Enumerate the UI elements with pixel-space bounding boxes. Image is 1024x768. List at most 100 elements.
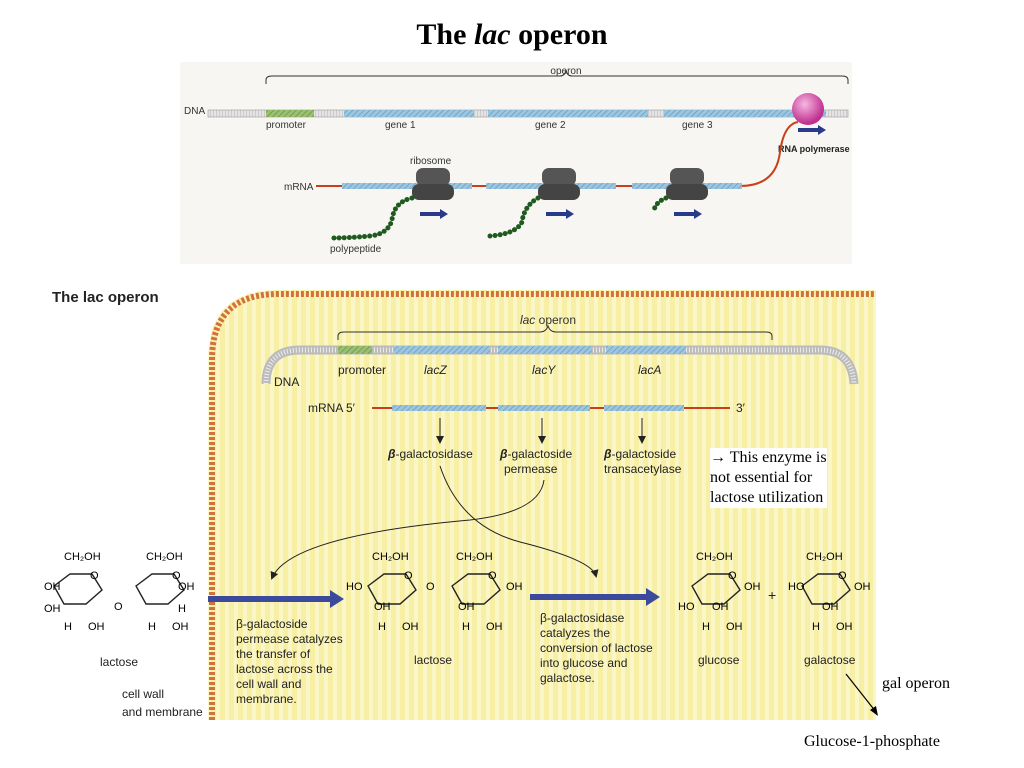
ribosome-2 xyxy=(538,168,580,200)
lacY-region xyxy=(498,346,592,354)
svg-text:O: O xyxy=(426,581,435,593)
enzyme-note: → This enzyme is not essential for lacto… xyxy=(710,448,827,508)
svg-text:OH: OH xyxy=(44,581,61,593)
svg-text:CH₂OH: CH₂OH xyxy=(64,551,101,563)
glucose-1-phosphate-note: Glucose-1-phosphate xyxy=(804,733,940,750)
svg-text:HO: HO xyxy=(678,601,695,613)
top-operon-diagram: operon DNA promoter gene 1 gene 2 gene 3… xyxy=(180,62,852,264)
lactose-outside-label: lactose xyxy=(100,655,138,669)
svg-text:OH: OH xyxy=(836,621,853,633)
plus-sign: + xyxy=(768,587,776,603)
permease-action-arrow xyxy=(270,479,545,580)
svg-text:membrane.: membrane. xyxy=(236,692,297,706)
svg-text:OH: OH xyxy=(402,621,419,633)
svg-text:H: H xyxy=(64,621,72,633)
polypeptide-label: polypeptide xyxy=(330,244,382,255)
svg-text:H: H xyxy=(812,621,820,633)
svg-text:HO: HO xyxy=(346,581,363,593)
promoter-region xyxy=(266,110,314,117)
svg-text:conversion of lactose: conversion of lactose xyxy=(540,641,653,655)
cell-dna-label: DNA xyxy=(274,375,299,389)
svg-text:OH: OH xyxy=(486,621,503,633)
svg-text:OH: OH xyxy=(854,581,871,593)
cell-diagram-title: The lac operon xyxy=(52,289,159,306)
svg-text:H: H xyxy=(178,603,186,615)
galactosidase-action-arrow xyxy=(439,465,599,578)
operon-label: operon xyxy=(550,66,581,77)
svg-text:OH: OH xyxy=(172,621,189,633)
polypeptide-chain-2 xyxy=(487,195,541,239)
svg-text:OH: OH xyxy=(822,601,839,613)
svg-text:OH: OH xyxy=(458,601,475,613)
polypeptide-chain-1 xyxy=(329,195,415,241)
svg-text:H: H xyxy=(702,621,710,633)
svg-text:CH₂OH: CH₂OH xyxy=(696,551,733,563)
svg-text:lactose across the: lactose across the xyxy=(236,662,333,676)
svg-text:OH: OH xyxy=(88,621,105,633)
svg-text:CH₂OH: CH₂OH xyxy=(456,551,493,563)
ribosome-1 xyxy=(412,168,454,200)
permease-explanation: β-galactoside permease catalyzes the tra… xyxy=(236,617,343,706)
lacZ-region xyxy=(394,346,490,354)
gene-3-label: gene 3 xyxy=(682,120,713,131)
gene-1-label: gene 1 xyxy=(385,120,416,131)
svg-text:cell wall and: cell wall and xyxy=(236,677,301,691)
svg-text:OH: OH xyxy=(178,581,195,593)
cell-promoter-region xyxy=(338,346,372,354)
galactose-label: galactose xyxy=(804,653,856,667)
svg-text:β-galactoside: β-galactoside xyxy=(236,617,308,631)
svg-text:OH: OH xyxy=(712,601,729,613)
cell-wall xyxy=(209,291,876,720)
gal-operon-arrow xyxy=(845,673,878,716)
enzyme-galactosidase-label: β-galactosidase xyxy=(387,447,473,461)
enzyme-transacetylase-label: β-galactoside xyxy=(603,447,676,461)
gal-operon-note: gal operon xyxy=(882,675,950,692)
enzyme-permease-label: β-galactoside xyxy=(499,447,572,461)
conversion-arrow xyxy=(530,594,648,600)
cell-diagram: O lac operon promoter lacZ lacY lacA DNA… xyxy=(44,290,876,720)
svg-text:CH₂OH: CH₂OH xyxy=(372,551,409,563)
cell-wall-label-1: cell wall xyxy=(122,687,164,701)
transport-arrow xyxy=(208,596,332,602)
mrna-3prime-label: 3′ xyxy=(736,401,746,415)
glucose-label: glucose xyxy=(698,653,740,667)
gene-1-region xyxy=(344,110,474,117)
ribosome-label: ribosome xyxy=(410,156,452,167)
svg-text:HO: HO xyxy=(788,581,805,593)
polypeptide-chain-3 xyxy=(651,195,669,213)
svg-text:into glucose and: into glucose and xyxy=(540,656,627,670)
svg-text:permease catalyzes: permease catalyzes xyxy=(236,632,343,646)
cytoplasm xyxy=(208,290,876,720)
mrna-label: mRNA xyxy=(284,182,314,193)
mrna-strand xyxy=(316,121,799,187)
galactosidase-explanation: β-galactosidase catalyzes the conversion… xyxy=(540,611,653,685)
svg-text:galactose.: galactose. xyxy=(540,671,595,685)
lactose-inside-label: lactose xyxy=(414,653,452,667)
lac-operon-label: lac operon xyxy=(520,313,576,327)
gene-2-label: gene 2 xyxy=(535,120,566,131)
svg-text:H: H xyxy=(148,621,156,633)
operon-brace xyxy=(265,69,849,84)
svg-text:OH: OH xyxy=(374,601,391,613)
svg-text:OH: OH xyxy=(44,603,61,615)
rna-polymerase-label: RNA polymerase xyxy=(778,144,850,154)
svg-text:CH₂OH: CH₂OH xyxy=(146,551,183,563)
svg-text:H: H xyxy=(462,621,470,633)
cell-wall-label-2: and membrane xyxy=(122,705,203,719)
svg-text:OH: OH xyxy=(744,581,761,593)
cell-promoter-label: promoter xyxy=(338,363,386,377)
lacZ-label: lacZ xyxy=(424,363,447,377)
cell-mrna-label: mRNA 5′ xyxy=(308,401,356,415)
gene-3-region xyxy=(664,110,826,117)
svg-text:OH: OH xyxy=(726,621,743,633)
svg-text:OH: OH xyxy=(506,581,523,593)
gene-2-region xyxy=(488,110,648,117)
svg-text:O: O xyxy=(114,601,123,613)
svg-text:H: H xyxy=(378,621,386,633)
enzyme-permease-label-2: permease xyxy=(504,462,558,476)
rna-polymerase xyxy=(792,93,824,125)
enzyme-transacetylase-label-2: transacetylase xyxy=(604,462,682,476)
lacA-region xyxy=(606,346,686,354)
